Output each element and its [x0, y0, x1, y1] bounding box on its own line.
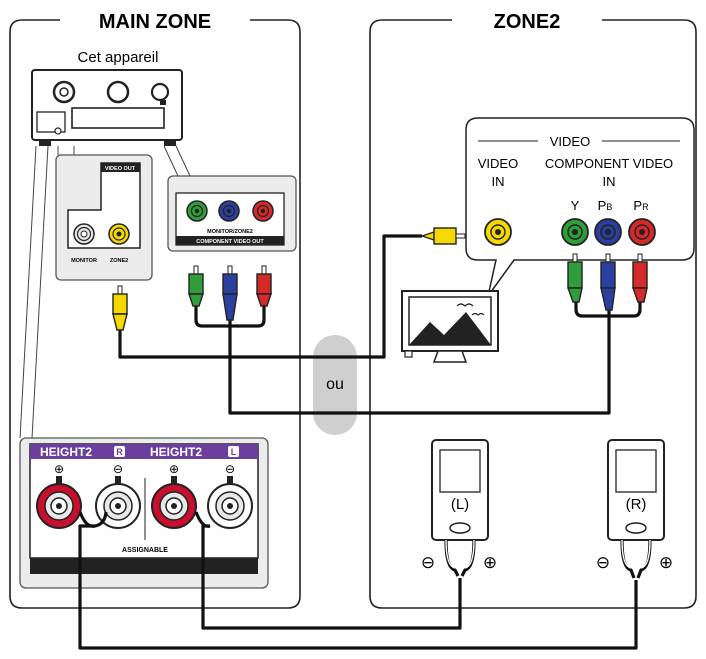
terminal-minus-2: ⊖ — [225, 462, 235, 476]
height2-l-badge: L — [231, 447, 237, 457]
tv-input-panel: VIDEO VIDEO IN COMPONENT VIDEO IN Y PB P… — [465, 117, 695, 297]
left-speaker-plus: ⊕ — [483, 553, 497, 572]
height2-r-badge: R — [116, 447, 123, 457]
assignable-label: ASSIGNABLE — [122, 547, 168, 554]
height2-l-minus-terminal — [207, 476, 253, 529]
zone2-jack-label: ZONE2 — [110, 258, 128, 264]
monitor-video-jack — [73, 223, 95, 245]
height2-r-label: HEIGHT2 — [40, 445, 92, 459]
tv-pr-jack — [628, 218, 656, 246]
zone2-video-jack — [108, 223, 130, 245]
right-speaker: (R) ⊖ ⊕ — [596, 439, 673, 572]
video-out-title: VIDEO OUT — [105, 166, 136, 172]
video-out-panel: VIDEO OUT MONITOR ZONE2 — [55, 154, 153, 281]
red-component-plug — [256, 265, 272, 307]
terminal-minus-1: ⊖ — [113, 462, 123, 476]
tv-pb-label: PB — [598, 198, 613, 213]
component-out-y-jack — [186, 200, 208, 222]
blue-component-plug — [222, 265, 238, 321]
video-cables — [118, 234, 642, 415]
height2-l-label: HEIGHT2 — [150, 445, 202, 459]
or-badge: ou — [313, 335, 357, 435]
left-speaker-minus: ⊖ — [421, 553, 435, 572]
monitor-label: MONITOR — [71, 258, 97, 264]
tv-red-plug — [632, 253, 648, 303]
tv-blue-plug — [600, 253, 616, 311]
tv-y-label: Y — [571, 198, 580, 213]
tv-icon — [401, 290, 499, 363]
component-out-pb-jack — [218, 200, 240, 222]
receiver-unit — [31, 69, 183, 146]
main-zone-box: MAIN ZONE — [9, 11, 301, 609]
right-speaker-plus: ⊕ — [659, 553, 673, 572]
speaker-cable-insulation — [445, 539, 651, 569]
height2-l-plus-terminal — [151, 476, 197, 529]
tv-pb-jack — [594, 218, 622, 246]
right-speaker-minus: ⊖ — [596, 553, 610, 572]
right-speaker-label: (R) — [626, 496, 647, 513]
tv-component-label-2: IN — [603, 174, 616, 189]
speaker-terminal-panel: HEIGHT2 R HEIGHT2 L ⊕ ⊖ ⊕ ⊖ — [19, 437, 269, 589]
left-speaker: (L) ⊖ ⊕ — [421, 439, 497, 572]
yellow-video-plug — [112, 285, 128, 331]
main-zone-title: MAIN ZONE — [99, 11, 211, 33]
tv-video-in-label-1: VIDEO — [478, 156, 518, 171]
component-out-label-2: COMPONENT VIDEO OUT — [196, 239, 264, 245]
tv-pr-label: PR — [633, 198, 649, 213]
tv-y-jack — [561, 218, 589, 246]
terminal-plus-1: ⊕ — [54, 462, 64, 476]
component-out-label-1: MONITOR/ZONE2 — [207, 229, 253, 235]
callout-lines — [19, 145, 191, 439]
zone2-title: ZONE2 — [494, 11, 561, 33]
tv-component-label-1: COMPONENT VIDEO — [545, 156, 673, 171]
receiver-label: Cet appareil — [78, 49, 159, 66]
height2-r-minus-terminal — [95, 476, 141, 529]
tv-yellow-plug — [419, 227, 466, 245]
component-out-pr-jack — [252, 200, 274, 222]
terminal-plus-2: ⊕ — [169, 462, 179, 476]
tv-video-in-label-2: IN — [492, 174, 505, 189]
zone2-box: ZONE2 — [369, 11, 697, 609]
component-out-panel: MONITOR/ZONE2 COMPONENT VIDEO OUT — [167, 175, 297, 252]
or-label: ou — [326, 376, 344, 393]
tv-green-plug — [567, 253, 583, 303]
tv-video-group-title: VIDEO — [550, 134, 590, 149]
tv-video-in-jack — [484, 218, 512, 246]
green-component-plug — [188, 265, 204, 307]
height2-r-plus-terminal — [36, 476, 82, 529]
left-speaker-label: (L) — [451, 496, 469, 513]
